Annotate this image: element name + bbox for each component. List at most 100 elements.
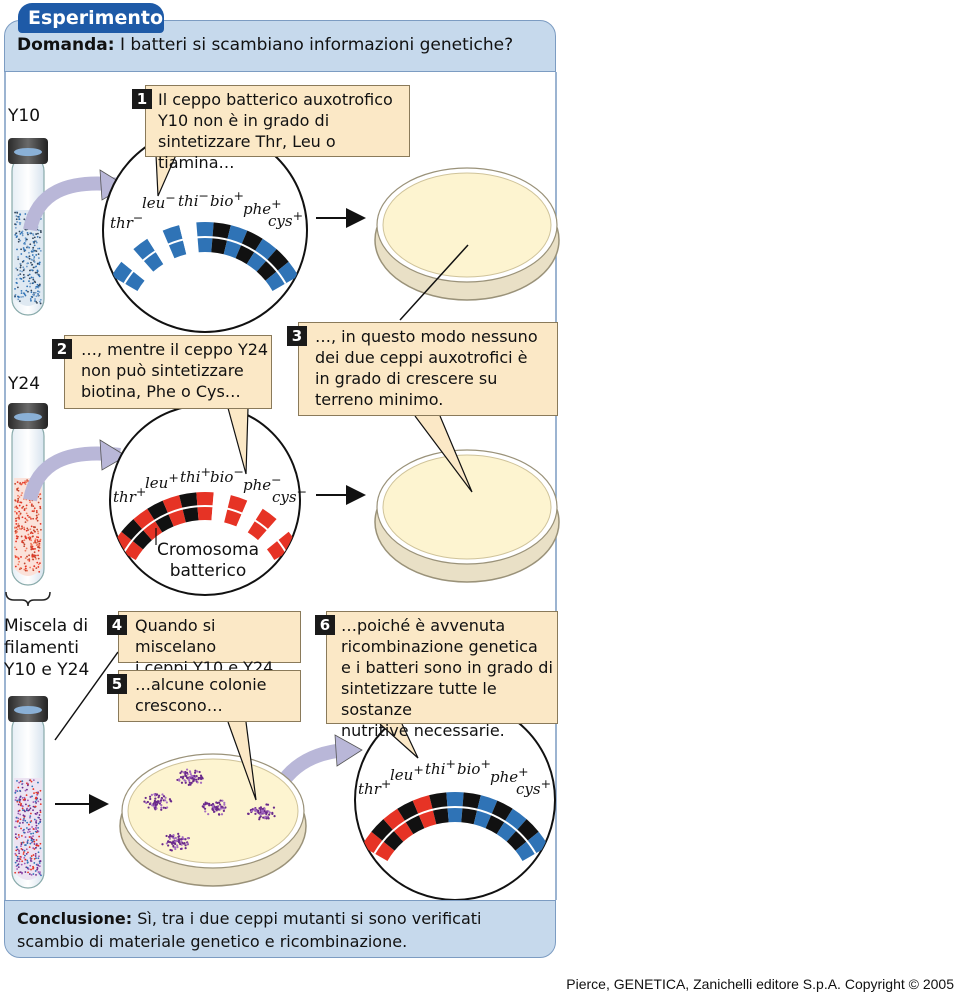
cell-dot [19,512,22,515]
cell-dot [39,497,42,500]
cell-dot [24,549,27,552]
cell-dot [15,267,18,270]
cell-dot [36,519,39,522]
cell-dot [21,492,23,494]
cell-dot [32,248,34,251]
cell-dot [26,514,29,517]
cell-dot [15,523,18,525]
cell-dot [17,525,19,528]
cell-dot [34,539,37,542]
cell-dot [25,481,28,483]
cell-dot [37,501,40,504]
cell-dot [36,543,39,546]
cell-dot [36,528,39,531]
cell-dot [15,548,18,551]
pointer-1 [155,154,177,197]
cell-dot [18,849,20,852]
cell-dot [24,569,27,572]
cell-dot [33,294,35,297]
cell-dot [34,554,37,557]
cell-dot [21,270,23,273]
cell-dot [25,507,28,510]
step-5-line1: …alcune colonie [135,675,267,694]
cell-dot [32,838,35,841]
cell-dot [33,792,35,795]
cell-dot [19,780,22,783]
step-6-box: …poiché è avvenuta ricombinazione geneti… [326,611,558,740]
cell-dot [25,809,28,812]
cell-dot [35,873,37,876]
cell-dot [33,244,36,247]
cell-dot [38,257,40,259]
cell-dot [27,839,29,842]
cell-dot [26,842,29,845]
cell-dot [35,567,38,570]
cell-dot [37,857,40,860]
cell-dot [29,821,32,824]
cell-dot [22,273,25,276]
cell-dot [18,296,20,299]
cell-dot [33,551,36,554]
cell-dot [26,555,28,558]
cell-dot [18,215,20,218]
cell-dot [32,276,35,279]
cell-dot [15,512,18,514]
cell-dot [16,269,19,271]
cell-dot [18,809,21,812]
cell-dot [15,520,17,522]
cell-dot [36,866,39,869]
cell-dot [39,507,42,510]
cell-dot [16,859,19,862]
cell-dot [20,845,22,848]
cell-dot [37,557,40,560]
cell-dot [35,846,37,849]
cell-dot [19,858,22,860]
step-2-line1: …, mentre il ceppo Y24 [81,340,269,359]
gene-cys-y10: cys+ [268,208,304,230]
cell-dot [36,868,38,871]
step-3-number: 3 [287,326,307,346]
cell-dot [19,233,22,235]
cell-dot [28,277,31,280]
cell-dot [22,247,25,249]
cell-dot [35,514,38,517]
cell-dot [19,264,22,267]
cell-dot [24,557,27,560]
cell-dot [39,249,42,252]
cell-dot [17,274,20,277]
cell-dot [24,294,27,297]
cell-dot [39,230,42,232]
cell-dot [18,860,21,863]
cell-dot [15,854,18,857]
cell-dot [38,862,41,864]
petri-dish-3 [119,753,307,887]
cell-dot [18,496,21,498]
cell-dot [14,482,17,485]
cell-dot [21,525,23,528]
cell-dot [32,779,35,782]
cell-dot [16,837,18,840]
cell-dot [19,871,22,874]
cell-dot [37,290,39,293]
cell-dot [27,871,29,874]
cell-dot [15,849,18,852]
conclusion-label: Conclusione: [17,909,133,928]
cell-dot [24,854,26,857]
cell-dot [39,811,42,814]
cell-dot [22,541,25,544]
step-3-line3: in grado di crescere su [315,369,498,388]
step-5-line2: crescono… [135,696,223,715]
gene-leu-rec: leu+ [390,762,424,784]
cell-dot [36,792,39,795]
cell-dot [33,236,36,239]
cell-dot [36,285,39,288]
cell-dot [30,531,33,534]
cell-dot [31,826,33,828]
gene-thi-y10: thi− [178,188,209,210]
cell-dot [26,527,29,530]
cell-dot [34,830,37,833]
gene-bio-y10: bio+ [210,188,244,210]
cell-dot [20,843,23,846]
cell-dot [29,516,32,519]
cell-dot [20,231,23,234]
